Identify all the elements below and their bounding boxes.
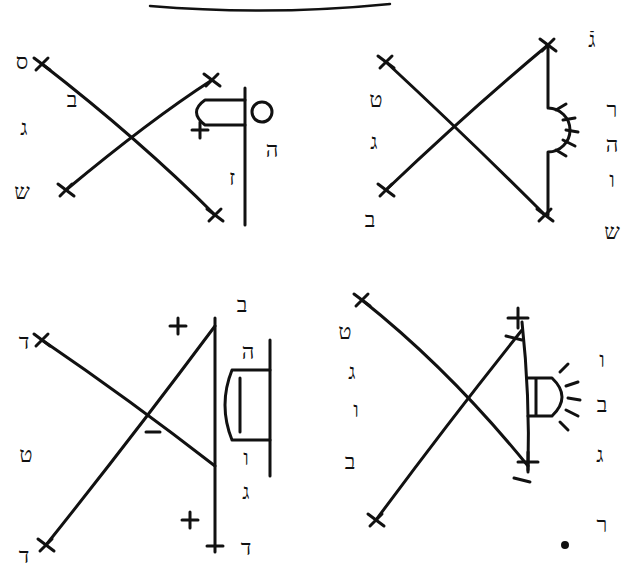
hebrew-letter: גֿ <box>588 29 595 51</box>
hebrew-letter: ו <box>609 169 615 191</box>
hebrew-letter: ד <box>241 537 252 559</box>
hebrew-letter: ס <box>16 51 29 73</box>
hebrew-letter: ב <box>365 209 376 231</box>
hebrew-letter: ו <box>599 349 605 371</box>
hebrew-letter: ג <box>596 444 603 466</box>
hebrew-letter: ג <box>242 481 249 503</box>
hebrew-letter: ד <box>19 331 30 353</box>
hebrew-letter: ד <box>19 545 30 567</box>
hebrew-letter: ה <box>606 134 619 156</box>
hebrew-letter: ג <box>370 131 377 153</box>
hebrew-letter: ב <box>597 394 608 416</box>
hebrew-letter: ט <box>369 89 382 111</box>
hebrew-letter: ז <box>229 167 235 189</box>
hebrew-letter: ט <box>19 444 32 466</box>
hebrew-letter: ג <box>20 117 27 139</box>
hebrew-letter: ש <box>14 181 30 203</box>
hebrew-letter: ר <box>607 99 618 121</box>
hebrew-letter: ב <box>345 451 356 473</box>
hebrew-letter: ש <box>604 221 620 243</box>
hebrew-letter: ב <box>67 89 78 111</box>
hebrew-letter: ה <box>242 341 255 363</box>
hebrew-letter: ר <box>597 514 608 536</box>
hebrew-letter: ט <box>338 321 351 343</box>
hebrew-letter: ב <box>237 294 248 316</box>
hebrew-letter: ג <box>348 361 355 383</box>
hebrew-letter: ו <box>353 399 359 421</box>
hebrew-letter: ה <box>266 139 279 161</box>
hebrew-letter: ו <box>243 447 249 469</box>
